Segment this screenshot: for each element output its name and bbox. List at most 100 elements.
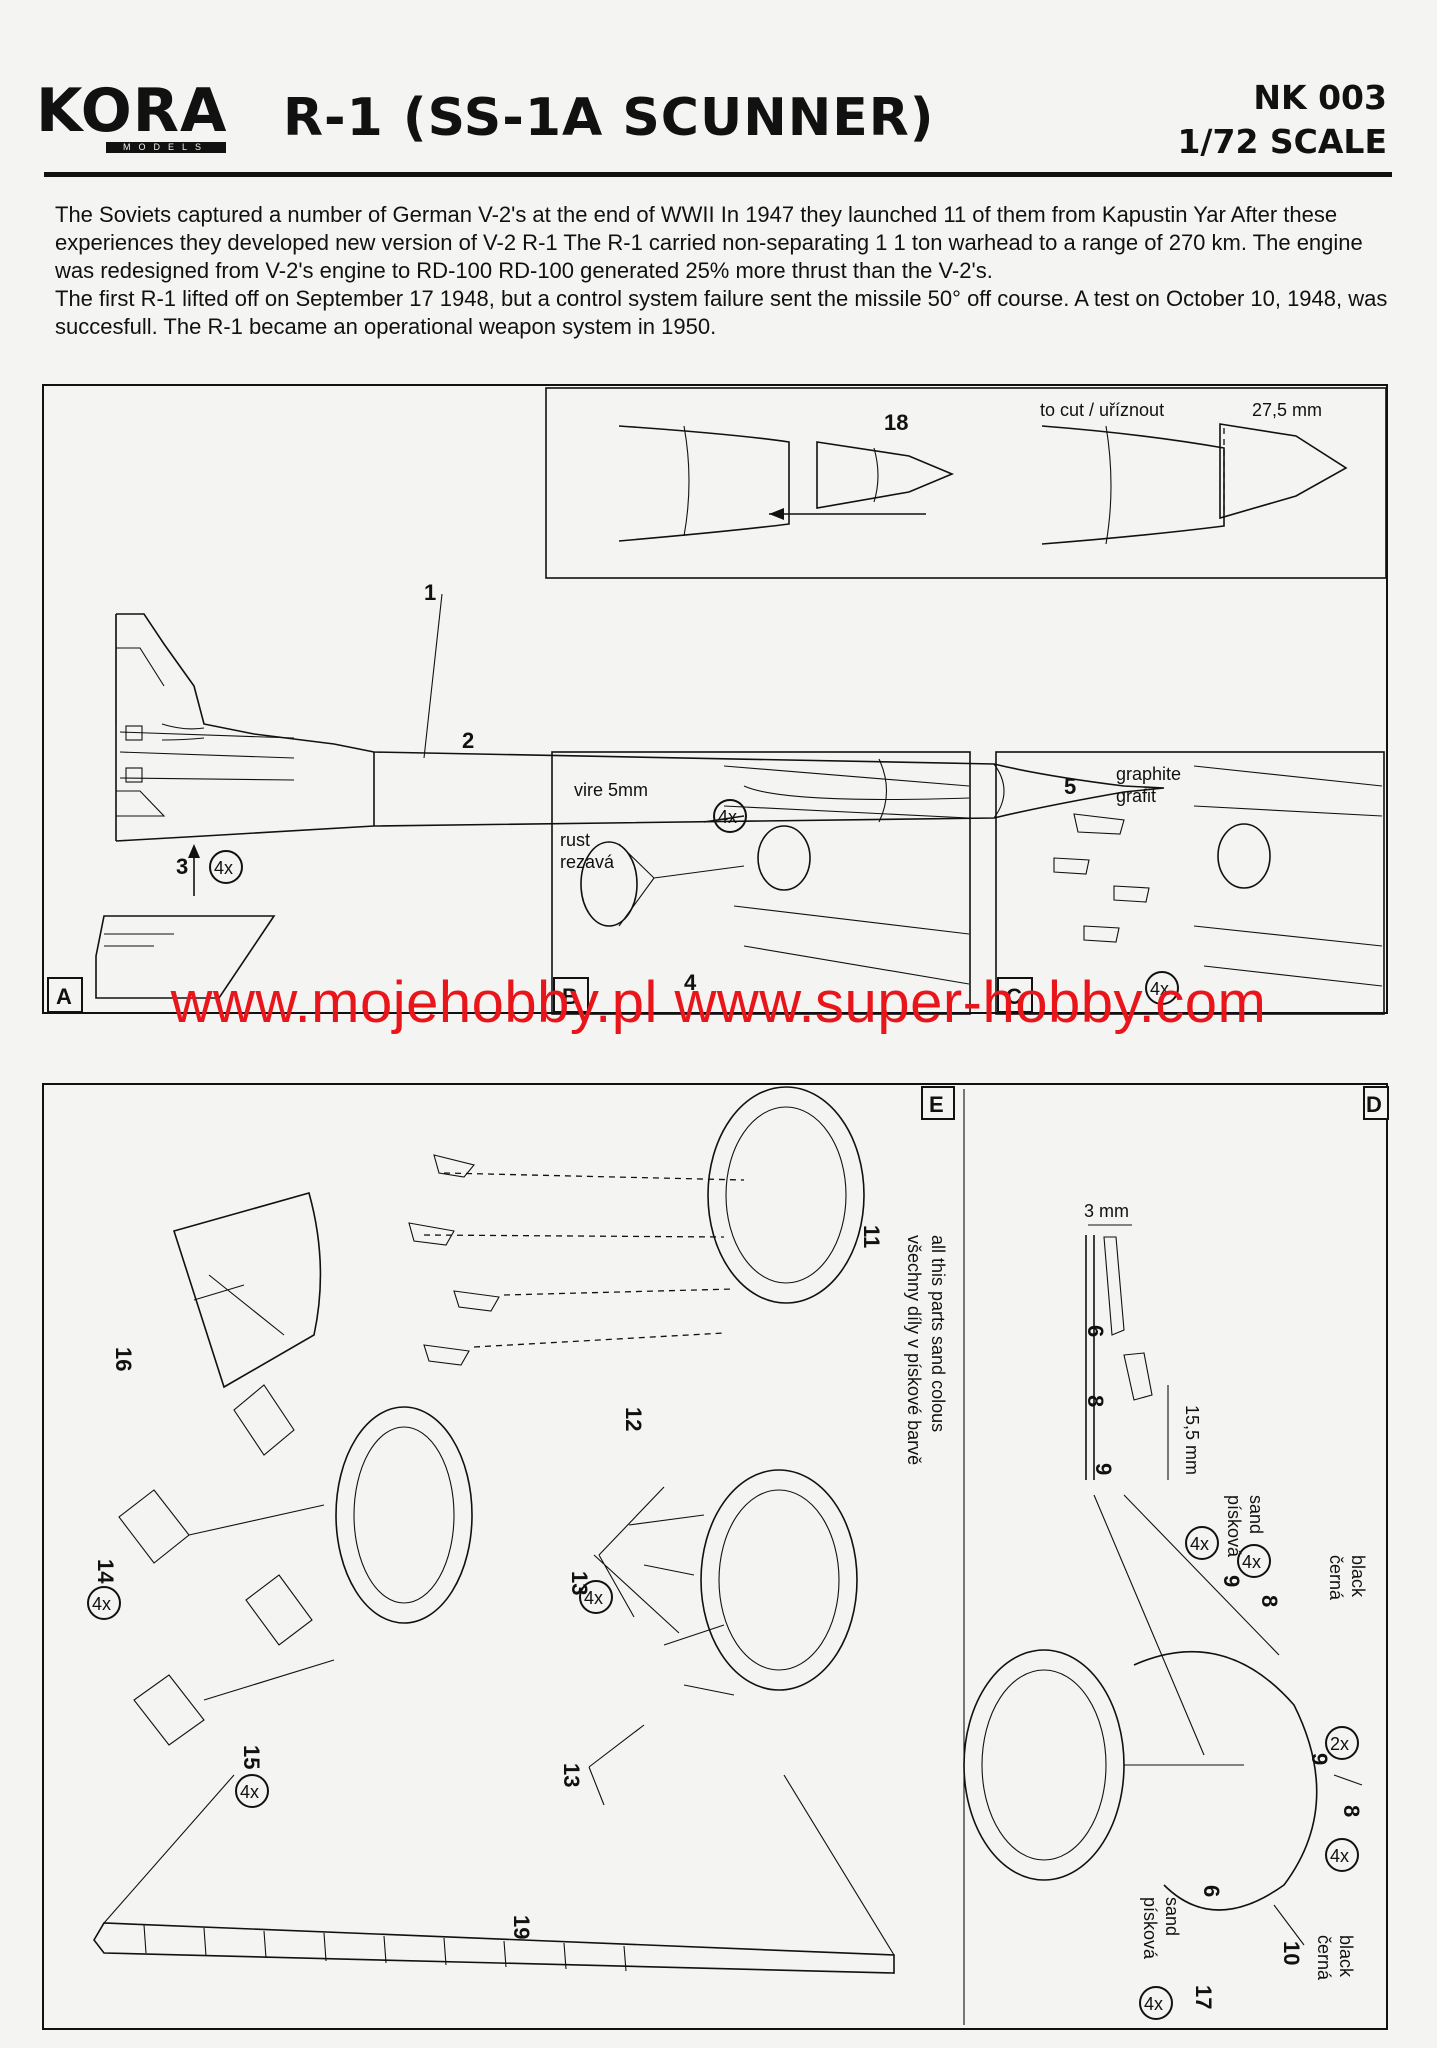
step-a-rocket-body: 1 2 3 4x — [95, 580, 1165, 999]
part-number-2: 2 — [462, 728, 474, 753]
qty-badge-14 — [87, 1586, 121, 1620]
qty-badge-8-lower — [1325, 1838, 1359, 1872]
qty-13: 4x — [584, 1588, 603, 1608]
pad-14-a — [233, 1384, 295, 1456]
nose-tip-joint — [993, 763, 1005, 819]
rail-19-ribs — [143, 1924, 627, 1972]
rocket-outline — [115, 613, 1165, 842]
cone-cut-seam — [1105, 425, 1112, 545]
black-label-cz-lower: černá — [1314, 1935, 1334, 1981]
step-c-engine-ring — [1217, 823, 1271, 889]
cut-length-label: 27,5 mm — [1252, 400, 1322, 420]
kit-scale: 1/72 SCALE — [1177, 122, 1387, 161]
intro-paragraph-2: The first R-1 lifted off on September 17… — [55, 286, 1388, 339]
part-number-3: 3 — [176, 854, 188, 879]
logo-text: KORA — [36, 76, 228, 146]
part-number-8-lower: 8 — [1339, 1805, 1364, 1817]
step-d-tag — [1363, 1086, 1389, 1120]
panel-16-detail — [193, 1274, 285, 1336]
sand-note-cz: všechny díly v pískové barvě — [904, 1235, 924, 1465]
part-number-1: 1 — [424, 580, 436, 605]
step-letter-c: C — [1006, 984, 1022, 1009]
instruction-panel-bottom: E D 11 12 13 4x 13 16 — [42, 1083, 1389, 2030]
qty-8: 4x — [1242, 1552, 1261, 1572]
strut-12-a — [433, 1154, 475, 1178]
step-b-wire — [703, 815, 745, 823]
part-number-18: 18 — [884, 410, 908, 435]
instruction-panel-top: 18 to cut / uříznout 27,5 mm 1 2 — [42, 384, 1388, 1015]
graphite-vane-2 — [1053, 857, 1090, 875]
ring-d-assembly — [1133, 1650, 1318, 1911]
fin-upper — [115, 614, 165, 726]
step-c-qty: 4x — [1150, 979, 1169, 999]
rail-19 — [93, 1922, 895, 1974]
qty-badge-3 — [209, 850, 243, 884]
rust-label-en: rust — [560, 830, 590, 850]
fin-part-3 — [95, 915, 276, 999]
graphite-vane-1 — [1073, 813, 1125, 835]
qty-14: 4x — [92, 1594, 111, 1614]
step-c-fin-upper — [1193, 765, 1383, 817]
step-b-nozzle-arrow — [653, 865, 745, 879]
ring-11-outer — [707, 1086, 865, 1304]
header-rule — [44, 172, 1392, 177]
step-e-tag — [921, 1086, 955, 1120]
part-number-6: 6 — [1199, 1885, 1224, 1897]
step-a-nosecone-inset: 18 to cut / uříznout 27,5 mm — [545, 387, 1387, 579]
qty-badge-2x — [1325, 1726, 1359, 1760]
part-number-12: 12 — [621, 1407, 646, 1431]
qty-badge-8 — [1237, 1544, 1271, 1578]
step-b-fin-upper — [723, 765, 970, 819]
sand-label-en-lower: sand — [1162, 1897, 1182, 1936]
ring-base-inner — [353, 1426, 455, 1604]
ring-d-outer — [963, 1649, 1125, 1881]
tail-vane-1 — [125, 725, 143, 741]
step-d-leaders — [1093, 1494, 1280, 1756]
cone-cut-segment — [1219, 423, 1348, 520]
panel-16 — [172, 1192, 322, 1389]
qty-15: 4x — [240, 1782, 259, 1802]
qty-8-lower: 4x — [1330, 1846, 1349, 1866]
step-b-nozzle-4 — [580, 841, 638, 927]
step-b-inset: vire 5mm 4x rust rezavá 4 — [551, 751, 971, 1015]
part-number-16: 16 — [111, 1347, 136, 1371]
step-b-fin-lower — [733, 905, 970, 985]
strut-12-b — [408, 1222, 455, 1246]
black-label-en: black — [1348, 1555, 1368, 1598]
black-label-cz: černá — [1326, 1555, 1346, 1601]
step-letter-e: E — [929, 1092, 944, 1117]
sand-label-cz-lower: písková — [1140, 1897, 1160, 1960]
pad-14-c — [245, 1574, 313, 1646]
graphite-label-cz: grafit — [1116, 786, 1156, 806]
graphite-label-en: graphite — [1116, 764, 1181, 784]
part-number-8: 8 — [1257, 1595, 1282, 1607]
cone-18-shell — [618, 425, 790, 542]
leader-1 — [423, 593, 443, 759]
step-e-assembly-lines — [423, 1172, 745, 1348]
cone-18-seam — [683, 425, 690, 537]
bottom-panel-drawing: E D 11 12 13 4x 13 16 — [87, 1086, 1389, 2025]
qty-9: 4x — [1190, 1534, 1209, 1554]
logo-subtitle: MODELS — [106, 142, 226, 153]
part-8-detail — [1123, 1352, 1153, 1401]
shop-watermark: www.mojehobby.pl www.super-hobby.com — [170, 970, 1267, 1035]
part-number-14: 14 — [93, 1559, 118, 1584]
step-b-engine-ring — [757, 825, 811, 891]
rail-19-leaders — [103, 1774, 895, 1956]
ring-11-inner — [725, 1106, 847, 1284]
tail-nozzle — [161, 723, 205, 741]
ring-13-outer — [700, 1469, 858, 1691]
page-title: R-1 (SS-1A SCUNNER) — [283, 88, 935, 148]
cone-cut-shell — [1041, 425, 1225, 545]
sand-label-en: sand — [1246, 1495, 1266, 1534]
qty-badge-13 — [579, 1580, 613, 1614]
fin-lower — [116, 790, 166, 817]
intro-paragraph-1: The Soviets captured a number of German … — [55, 202, 1363, 283]
pad-14-b — [118, 1489, 190, 1564]
nose-joint — [878, 758, 887, 823]
kit-code: NK 003 — [1253, 78, 1387, 117]
dim-3mm: 3 mm — [1084, 1201, 1129, 1221]
step-letter-d: D — [1366, 1092, 1382, 1117]
wire-label: vire 5mm — [574, 780, 648, 800]
wire-qty-badge — [713, 799, 747, 833]
